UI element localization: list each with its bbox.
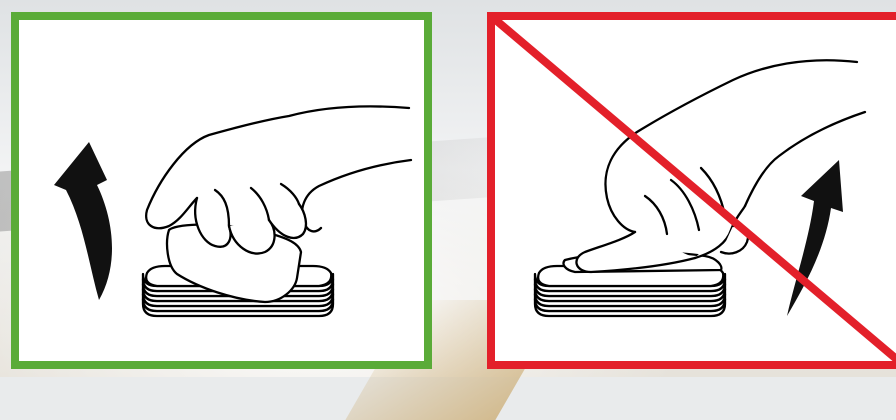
incorrect-method-illustration <box>495 20 896 361</box>
incorrect-method-panel <box>487 12 896 369</box>
correct-method-illustration <box>19 20 424 361</box>
up-arrow-icon <box>54 142 112 300</box>
sheet-stack <box>535 266 725 316</box>
correct-method-panel <box>11 12 432 369</box>
